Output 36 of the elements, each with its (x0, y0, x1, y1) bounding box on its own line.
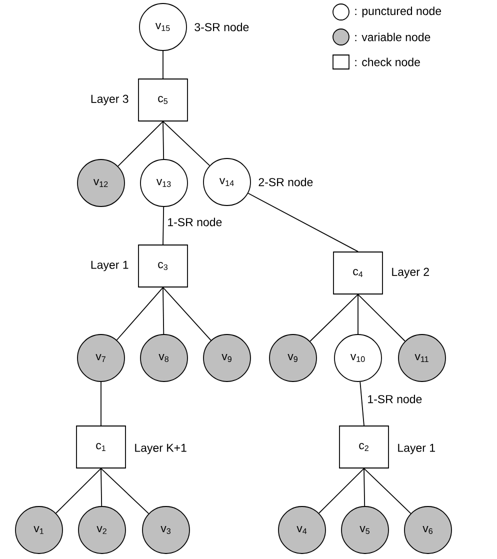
check-box: c$_{4}$ (333, 252, 383, 294)
node-label: Layer 2 (392, 268, 429, 278)
connector-line (310, 294, 358, 342)
connector-line (162, 287, 164, 334)
legend-label: : punctured node (355, 6, 442, 18)
node-label: Layer 3 (91, 94, 128, 106)
connector-line (162, 287, 212, 341)
connector-line (56, 468, 102, 514)
connector-line (162, 50, 164, 79)
legend-label: : check node (355, 58, 420, 66)
connector-line (118, 121, 164, 167)
node-label: Layer K+1 (135, 444, 186, 454)
node-label: 1-SR node (168, 218, 222, 226)
check-box: c$_{5}$ (138, 78, 188, 122)
node-label: Layer 1 (398, 444, 435, 454)
connector-line (364, 468, 366, 506)
connector-line (318, 468, 364, 514)
check-box: c$_{2}$ (339, 426, 389, 468)
connector-line (162, 121, 164, 160)
check-box: c$_{3}$ (138, 244, 188, 288)
connector-line (162, 206, 164, 245)
node-label: 2-SR node (258, 178, 313, 186)
node-label: 3-SR node (194, 22, 249, 32)
connector-line (100, 468, 102, 506)
connector-line (358, 294, 406, 342)
check-box: c$_{1}$ (76, 426, 126, 468)
connector-line (248, 192, 358, 252)
legend-label: : variable node (355, 32, 430, 42)
connector-line (116, 287, 164, 340)
node-label: Layer 1 (91, 260, 128, 272)
connector-line (162, 121, 210, 166)
connector-line (360, 381, 364, 426)
connector-line (100, 382, 102, 426)
node-label: 1-SR node (368, 394, 422, 404)
connector-line (100, 468, 150, 514)
connector-line (364, 468, 412, 514)
